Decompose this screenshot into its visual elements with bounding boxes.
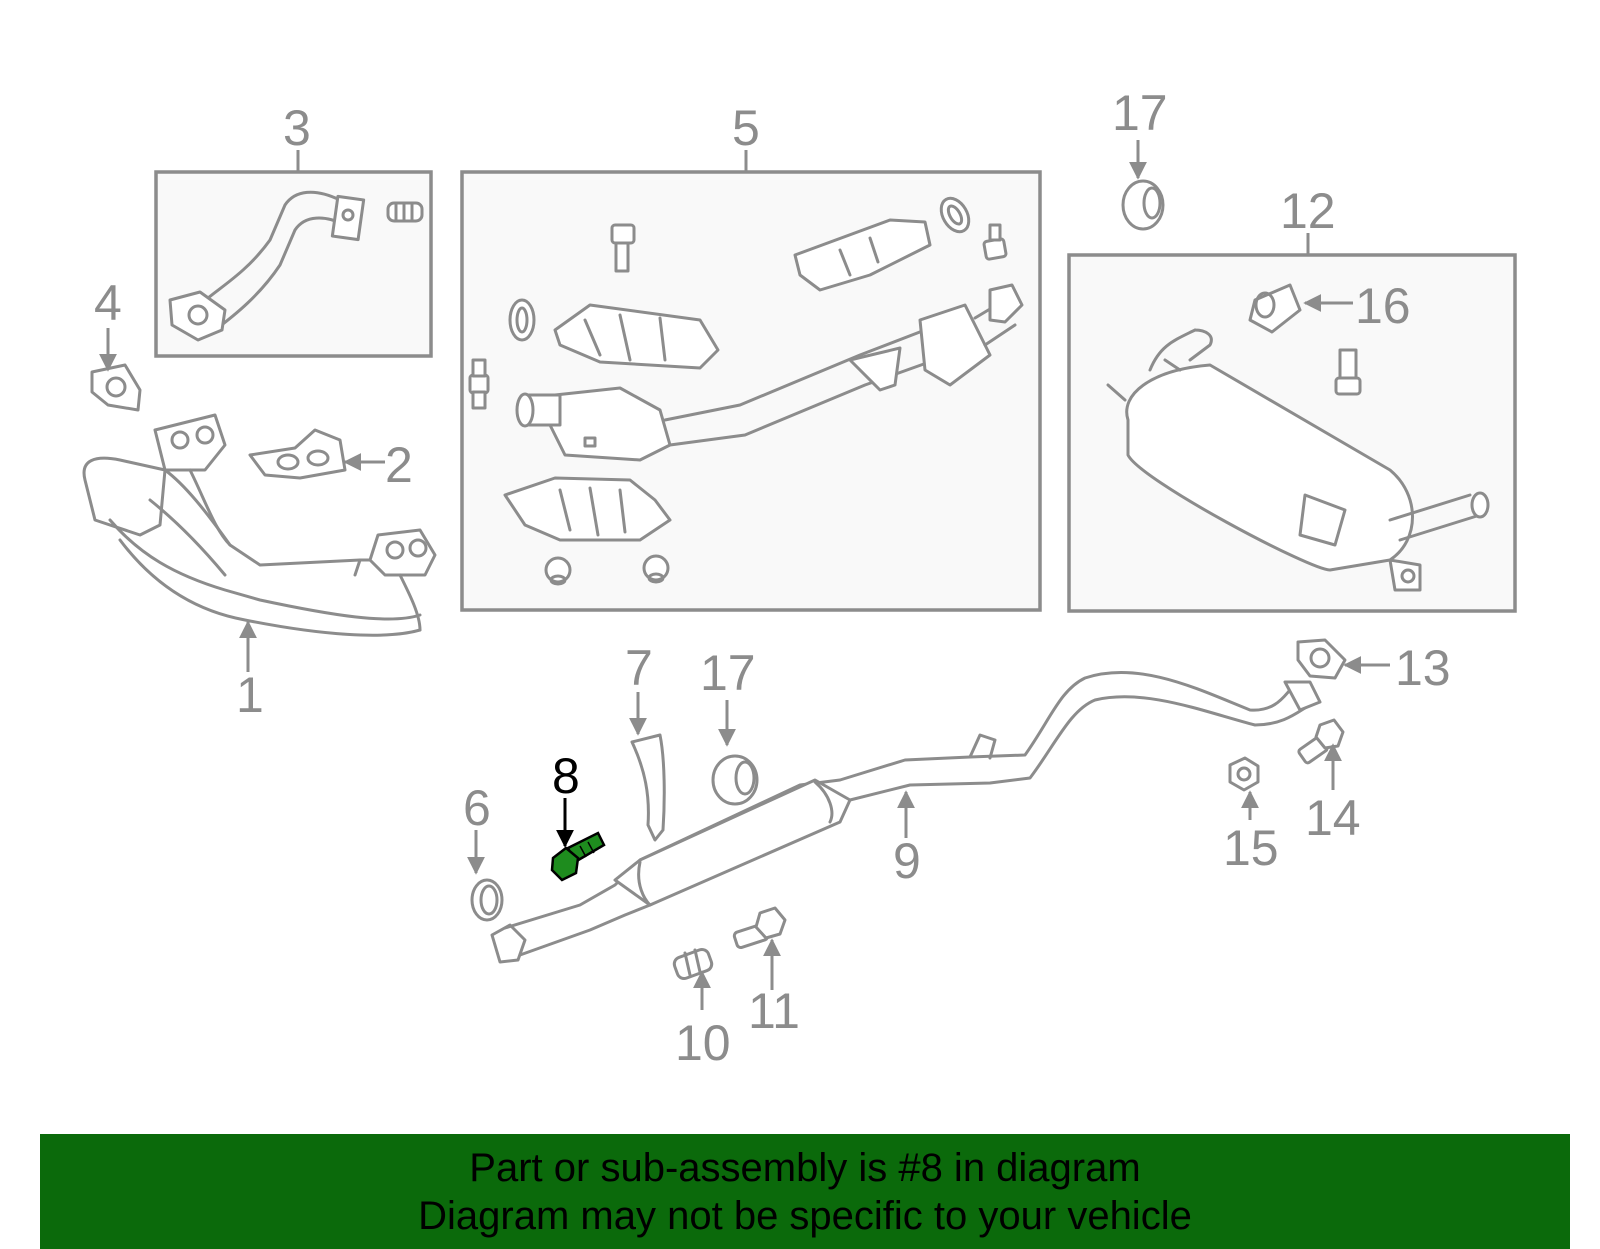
callout-5[interactable]: 5 bbox=[732, 100, 760, 156]
callout-10[interactable]: 10 bbox=[675, 1015, 731, 1071]
clamp-icon bbox=[939, 196, 971, 234]
heat-shield-icon bbox=[793, 218, 932, 292]
heat-shield-icon bbox=[553, 303, 720, 370]
bolt-icon bbox=[982, 223, 1008, 261]
callout-17-lower[interactable]: 17 bbox=[700, 645, 756, 701]
part-6-ring-gasket bbox=[470, 878, 504, 922]
callout-labels: 1 2 3 4 5 6 7 8 9 10 11 12 13 14 15 16 1… bbox=[94, 85, 1451, 1071]
part-11-bolt bbox=[732, 906, 787, 950]
leader-arrows bbox=[99, 140, 1390, 1010]
bolt-icon bbox=[468, 358, 490, 410]
stud-icon bbox=[386, 201, 424, 223]
part-1-front-pipe bbox=[82, 413, 437, 637]
banner-line-1: Part or sub-assembly is #8 in diagram bbox=[469, 1146, 1141, 1190]
banner-line-2: Diagram may not be specific to your vehi… bbox=[418, 1194, 1192, 1238]
grommet-icon bbox=[544, 556, 572, 586]
info-banner: Part or sub-assembly is #8 in diagram Di… bbox=[40, 1134, 1570, 1249]
callout-14[interactable]: 14 bbox=[1305, 790, 1361, 846]
callout-4[interactable]: 4 bbox=[94, 275, 122, 331]
callout-11[interactable]: 11 bbox=[748, 983, 800, 1039]
bolt-icon bbox=[1334, 348, 1362, 396]
part-5-group-box bbox=[460, 150, 1042, 612]
catalytic-converter-icon bbox=[548, 386, 672, 462]
part-8-bolt-highlighted[interactable] bbox=[550, 831, 606, 882]
bolt-icon bbox=[610, 223, 636, 273]
grommet-icon bbox=[642, 554, 670, 584]
part-10-stud bbox=[672, 947, 714, 981]
part-9-center-pipe bbox=[490, 670, 1322, 964]
part-3-group-box bbox=[154, 150, 433, 358]
callout-7[interactable]: 7 bbox=[625, 640, 653, 696]
callout-12[interactable]: 12 bbox=[1280, 183, 1336, 239]
callout-9[interactable]: 9 bbox=[893, 833, 921, 889]
exhaust-tip-icon bbox=[1248, 283, 1302, 334]
callout-15[interactable]: 15 bbox=[1223, 820, 1279, 876]
callout-8[interactable]: 8 bbox=[552, 748, 580, 804]
part-12-group-box bbox=[1067, 233, 1517, 613]
part-17-hanger bbox=[711, 754, 759, 806]
callout-13[interactable]: 13 bbox=[1395, 640, 1451, 696]
resonator-icon bbox=[918, 303, 992, 387]
callout-2[interactable]: 2 bbox=[385, 437, 413, 493]
part-4-gasket bbox=[90, 363, 142, 412]
callout-6[interactable]: 6 bbox=[463, 780, 491, 836]
callout-3[interactable]: 3 bbox=[283, 100, 311, 156]
heat-shield-icon bbox=[503, 476, 672, 542]
callout-1[interactable]: 1 bbox=[236, 667, 264, 723]
callout-16[interactable]: 16 bbox=[1355, 278, 1411, 334]
clamp-icon bbox=[508, 298, 536, 342]
part-7-bracket bbox=[630, 733, 666, 842]
part-14-bolt bbox=[1297, 718, 1345, 765]
part-15-nut bbox=[1228, 756, 1260, 792]
part-17-hanger bbox=[1121, 179, 1165, 231]
part-13-gasket bbox=[1296, 638, 1347, 680]
part-2-gasket bbox=[248, 428, 347, 480]
callout-17-upper[interactable]: 17 bbox=[1112, 85, 1168, 141]
